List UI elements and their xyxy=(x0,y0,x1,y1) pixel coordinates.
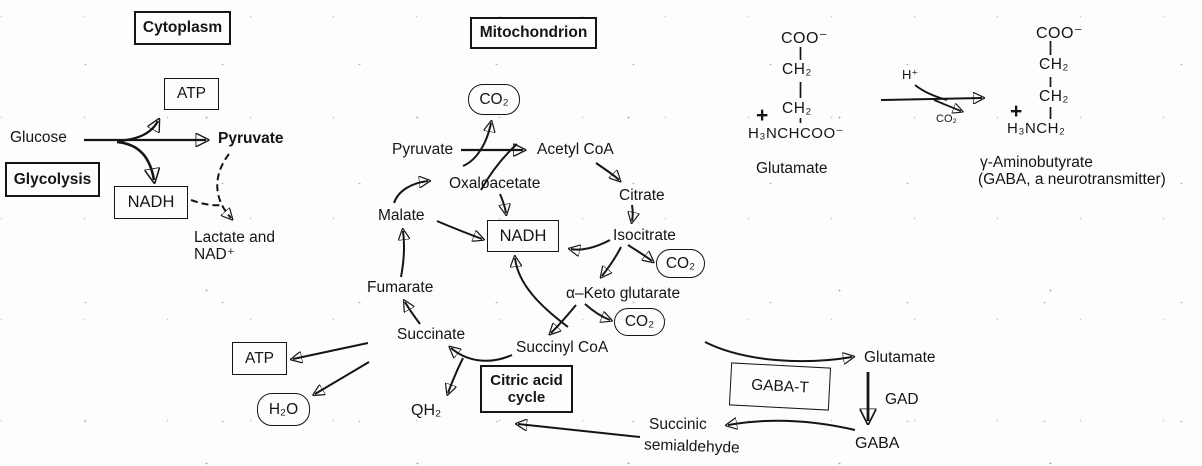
swoosh-h-plus xyxy=(914,84,948,101)
gaba-amine-line: H₃NCH₂ xyxy=(1007,120,1066,137)
co2-label-pyruvate: CO₂ xyxy=(479,90,509,108)
node-fumarate: Fumarate xyxy=(367,279,434,296)
gaba-structure-caption-line1: γ-Aminobutyrate xyxy=(980,154,1093,171)
co2-label-akg: CO₂ xyxy=(624,313,655,330)
arrow-akg-to-co2 xyxy=(584,303,610,320)
co2-label-isocitrate: CO₂ xyxy=(665,254,696,272)
gaba-t-box: GABA-T xyxy=(728,362,832,411)
arrow-to-atp-mito xyxy=(293,342,369,359)
node-oxaloacetate: Oxaloacetate xyxy=(449,175,541,192)
atp-label-glycolysis: ATP xyxy=(177,85,206,102)
arrow-acetylcoa-to-citrate xyxy=(595,162,619,180)
enzyme-gad: GAD xyxy=(885,391,919,408)
arrow-to-h2o xyxy=(315,361,370,394)
node-isocitrate: Isocitrate xyxy=(613,227,676,244)
gaba-ch2-group-1: CH₂ xyxy=(1039,56,1069,73)
glutamate-coo-group: COO⁻ xyxy=(781,30,828,47)
gaba-ammonium-plus: + xyxy=(1010,100,1023,123)
cytoplasm-box: Cytoplasm xyxy=(134,11,231,45)
arrow-semialdehyde-to-cycle xyxy=(518,424,641,438)
node-succinate: Succinate xyxy=(397,326,466,343)
gaba-ch2-group-2: CH₂ xyxy=(1039,88,1069,105)
node-citrate: Citrate xyxy=(619,187,665,204)
node-lactate-line1: Lactate and xyxy=(194,229,276,246)
arrow-succinate-to-fumarate xyxy=(405,302,421,325)
node-alpha-ketoglutarate: α–Keto glutarate xyxy=(566,285,681,302)
co2-pill-akg: CO₂ xyxy=(614,308,665,336)
node-qh2: QH₂ xyxy=(411,402,442,419)
arrow-akg-to-succinylcoa xyxy=(551,304,577,333)
arrow-malate-to-oxaloacetate xyxy=(393,181,428,204)
co2-pill-pyruvate: CO₂ xyxy=(468,84,520,115)
node-glucose: Glucose xyxy=(10,129,67,146)
node-succinyl-coa: Succinyl CoA xyxy=(516,339,609,356)
h2o-pill: H₂O xyxy=(257,393,310,426)
gaba-coo-group: COO⁻ xyxy=(1036,25,1083,42)
arrow-oxaloacetate-to-nadh xyxy=(500,193,506,213)
co2-pill-isocitrate: CO₂ xyxy=(656,249,705,278)
nadh-label-cycle: NADH xyxy=(499,226,547,245)
citric-acid-label-line1: Citric acid xyxy=(490,372,563,389)
arrow-isocitrate-to-co2 xyxy=(627,244,652,261)
arrow-nadh-to-lactate-dashed xyxy=(190,199,222,207)
arrow-citrate-to-isocitrate xyxy=(632,204,633,221)
glycolysis-box: Glycolysis xyxy=(5,162,100,197)
nadh-label-glycolysis: NADH xyxy=(127,193,175,211)
gaba-structure-caption-line2: (GABA, a neurotransmitter) xyxy=(978,171,1166,188)
node-gaba: GABA xyxy=(855,435,900,452)
arrow-gaba-to-semialdehyde xyxy=(728,421,856,431)
atp-label-cycle: ATP xyxy=(245,349,274,367)
atp-box-glycolysis: ATP xyxy=(164,78,219,110)
arrow-to-nadh-glycolysis xyxy=(116,140,154,180)
arrow-to-co2-pyruvate xyxy=(462,123,491,167)
swoosh-oxaloacetate xyxy=(480,143,518,191)
mitochondrion-box: Mitochondrion xyxy=(470,17,597,49)
atp-box-cycle: ATP xyxy=(232,342,287,375)
glutamate-ch2-group-2: CH₂ xyxy=(782,100,812,117)
arrow-fumarate-to-malate xyxy=(401,231,404,278)
arrow-succinate-to-qh2 xyxy=(448,357,464,393)
arrow-malate-to-nadh xyxy=(436,220,482,239)
cytoplasm-label: Cytoplasm xyxy=(142,19,223,36)
swoosh-co2-out xyxy=(933,99,961,111)
node-malate: Malate xyxy=(378,207,425,224)
arrow-glutamate-reaction xyxy=(880,98,982,100)
glutamate-ch2-group-1: CH₂ xyxy=(782,61,812,78)
glutamate-structure-caption: Glutamate xyxy=(756,160,828,177)
mitochondrion-label: Mitochondrion xyxy=(479,24,588,41)
node-acetyl-coa: Acetyl CoA xyxy=(537,141,614,158)
nadh-box-cycle: NADH xyxy=(487,220,559,252)
node-lactate-line2: NAD⁺ xyxy=(194,246,235,263)
glutamate-amine-line: H₃NCHCOO⁻ xyxy=(748,125,845,142)
h2o-label: H₂O xyxy=(268,400,299,418)
arrow-succinylcoa-to-nadh xyxy=(515,258,569,328)
node-glutamate-shunt: Glutamate xyxy=(864,349,936,366)
nadh-box-glycolysis: NADH xyxy=(114,186,188,219)
product-co2-small: CO₂ xyxy=(936,113,957,125)
arrow-isocitrate-to-nadh xyxy=(571,239,611,250)
arrow-succinylcoa-to-succinate xyxy=(451,348,513,362)
node-succinic-semialdehyde-line2: semialdehyde xyxy=(643,436,740,457)
arrow-to-atp-glycolysis xyxy=(118,121,158,143)
glutamate-ammonium-plus: + xyxy=(756,104,769,127)
gaba-t-label: GABA-T xyxy=(750,376,810,396)
arrow-pyruvate-to-lactate-dashed xyxy=(216,153,231,218)
citric-acid-cycle-box: Citric acid cycle xyxy=(480,365,573,413)
node-succinic-semialdehyde-line1: Succinic xyxy=(649,416,707,433)
reactant-h-plus: H⁺ xyxy=(902,67,919,82)
arrow-akg-to-glutamate xyxy=(704,341,852,361)
citric-acid-label-line2: cycle xyxy=(507,389,546,406)
glycolysis-label: Glycolysis xyxy=(13,170,92,188)
arrow-isocitrate-to-akg xyxy=(602,246,622,276)
node-pyruvate-mito: Pyruvate xyxy=(392,141,454,158)
node-pyruvate-cytoplasm: Pyruvate xyxy=(218,130,284,147)
